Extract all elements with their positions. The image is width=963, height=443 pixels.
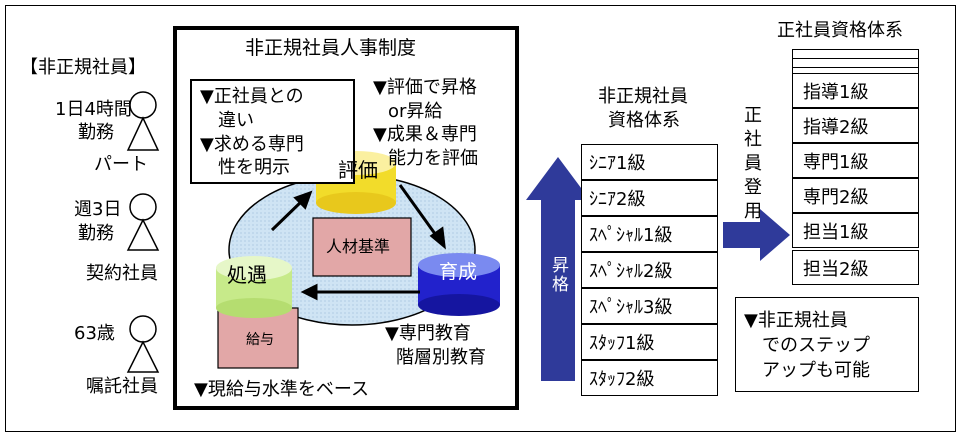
nonregular-header: 【非正規社員】 [20,57,146,78]
type-2-name: 契約社員 [86,263,158,284]
eval-note-4: 能力を評価 [388,148,478,169]
appointment-char-4: 登 [744,177,762,198]
nonregular-rank-7: ｽﾀｯﾌ2級 [581,360,718,396]
type-1-time-line1: 1日4時間 [55,99,132,120]
nonregular-ranks-title-1: 非正規社員 [598,86,688,107]
stepup-note-1: ▼非正規社員 [744,310,848,331]
appointment-char-2: 社 [744,129,762,150]
nonregular-rank-1: ｼﾆｱ1級 [581,144,718,180]
appointment-char-3: 員 [744,153,762,174]
salary-label: 給与 [246,332,274,348]
eval-note-2: or昇給 [388,101,443,122]
training-label: 育成 [439,261,478,283]
arrow-to-training [398,184,440,239]
regular-ranks-title: 正社員資格体系 [777,20,903,41]
type-1-name: パート [94,154,148,175]
regular-rank-1: 指導1級 [792,73,919,108]
nonregular-ranks-title-2: 資格体系 [608,110,680,131]
nonregular-rank-3: ｽﾍﾟｼｬﾙ1級 [581,216,718,252]
person-icon-nonstaff [126,315,160,373]
nonregular-rank-2: ｼﾆｱ2級 [581,180,718,216]
regular-rank-3: 専門1級 [792,143,919,178]
nonregular-rank-5: ｽﾍﾟｼｬﾙ3級 [581,288,718,324]
evaluation-label: 評価 [338,158,378,182]
criteria-card [312,217,412,277]
note-line-2: 違い [218,110,254,131]
type-1-time-line2: 勤務 [78,122,114,143]
type-3-time-line1: 63歳 [74,323,115,344]
note-line-4: 性を明示 [218,157,290,178]
treatment-cylinder [216,256,292,318]
person-icon-part-timer [126,91,160,151]
note-line-3: ▼求める専門 [200,134,304,155]
eval-note-3: ▼成果＆専門 [373,124,477,145]
stepup-note-2: でのステップ [762,335,870,356]
appointment-char-5: 用 [744,201,762,222]
training-cylinder [418,253,500,316]
note-line-1: ▼正社員との [200,86,304,107]
regular-rank-4: 専門2級 [792,178,919,213]
hr-system-box [173,26,519,410]
stepup-note-box [735,297,919,392]
salary-base-note: ▼現給与水準をベース [194,379,369,400]
training-note-2: 階層別教育 [396,347,486,368]
hr-system-title: 非正規社員人事制度 [245,37,417,59]
type-3-name: 嘱託社員 [86,376,158,397]
eval-note-1: ▼評価で昇格 [373,77,477,98]
regular-rank-5: 担当1級 [792,213,919,248]
person-icon-contract [126,193,160,251]
treatment-label: 処遇 [227,263,267,287]
regular-rank-6: 担当2級 [792,250,919,285]
arrow-to-evaluation [270,198,305,232]
criteria-label: 人材基準 [326,237,391,256]
regular-rank-2: 指導2級 [792,108,919,143]
promotion-label: 昇格 [548,256,568,294]
salary-card [217,307,299,369]
type-2-time-line2: 勤務 [78,223,114,244]
nonregular-rank-6: ｽﾀｯﾌ1級 [581,324,718,360]
training-note-1: ▼専門教育 [385,323,471,344]
type-2-time-line1: 週3日 [74,199,122,220]
stepup-note-3: アップも可能 [762,360,870,381]
difference-note-box [190,79,355,184]
nonregular-rank-4: ｽﾍﾟｼｬﾙ2級 [581,252,718,288]
diagram-frame [5,5,956,432]
appointment-char-1: 正 [744,105,762,126]
